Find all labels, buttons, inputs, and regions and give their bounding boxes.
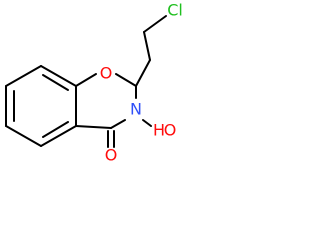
carbonyl-oxygen-atom: O <box>105 146 118 163</box>
benzene-ring <box>5 65 77 147</box>
aromatic-double-bond <box>42 74 69 91</box>
bond <box>40 65 77 87</box>
nitrogen-atom: N <box>130 100 142 119</box>
bond <box>143 15 167 33</box>
hydroxyl-oxygen-atom: O <box>164 121 177 140</box>
bond <box>143 31 151 61</box>
bond <box>5 125 42 147</box>
bond <box>135 59 151 87</box>
bond <box>115 73 137 87</box>
bond <box>40 125 77 147</box>
aromatic-double-bond <box>42 121 69 138</box>
bond <box>5 65 42 87</box>
chemical-structure: Cl O N H O O <box>5 1 183 163</box>
oxazine-ring <box>75 73 137 129</box>
bond <box>75 125 112 129</box>
carbonyl-group <box>107 130 115 148</box>
hydroxyl-hydrogen-atom: H <box>153 121 165 140</box>
bond <box>142 119 152 127</box>
bond <box>110 119 126 129</box>
ring-oxygen-atom: O <box>100 64 113 83</box>
bond <box>75 73 97 87</box>
chlorine-atom: Cl <box>167 1 183 20</box>
chloroethyl-chain <box>135 15 167 87</box>
